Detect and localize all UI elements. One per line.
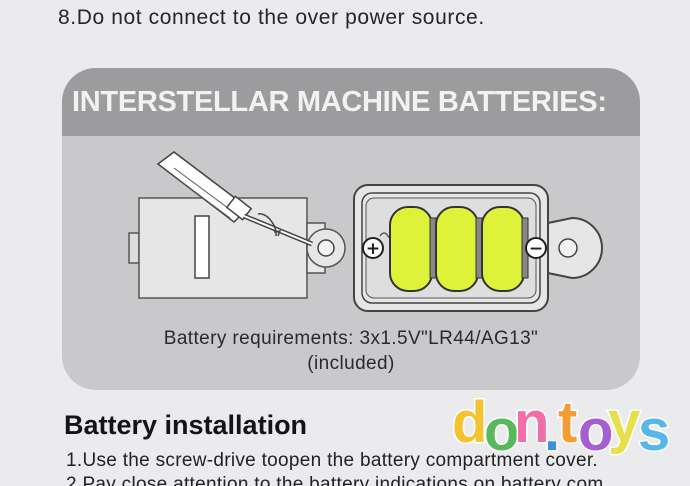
screwdriver-icon xyxy=(156,151,313,247)
open-compartment-icon: + − xyxy=(353,184,603,312)
installation-step-1: 1.Use the screw-drive toopen the battery… xyxy=(66,450,598,471)
battery-info-panel: INTERSTELLAR MACHINE BATTERIES: xyxy=(62,68,640,390)
panel-title: INTERSTELLAR MACHINE BATTERIES: xyxy=(72,86,607,118)
svg-text:−: − xyxy=(529,239,543,259)
watermark-letter: s xyxy=(638,398,670,463)
watermark-letter: t xyxy=(558,390,577,455)
installation-step-2: 2.Pay close attention to the battery ind… xyxy=(66,474,604,486)
plus-terminal-icon: + xyxy=(362,237,384,259)
watermark-letter: y xyxy=(608,390,640,455)
watermark-letter: . xyxy=(544,398,560,463)
battery-2-icon xyxy=(435,206,483,292)
battery-included-note: (included) xyxy=(307,353,395,374)
battery-3-icon xyxy=(481,206,529,292)
warning-item-8: 8.Do not connect to the over power sourc… xyxy=(58,6,485,29)
battery-requirements: Battery requirements: 3x1.5V"LR44/AG13" xyxy=(163,328,539,349)
installation-heading: Battery installation xyxy=(64,410,308,440)
watermark-letter: o xyxy=(484,398,519,463)
battery-installation-illustration: + − xyxy=(128,151,603,312)
battery-1-icon xyxy=(389,206,437,292)
watermark-letter: d xyxy=(452,390,487,455)
closed-compartment-icon xyxy=(128,197,346,299)
panel-header: INTERSTELLAR MACHINE BATTERIES: xyxy=(62,68,640,136)
watermark-letter: o xyxy=(578,398,613,463)
watermark-letter: n xyxy=(514,390,549,455)
minus-terminal-icon: − xyxy=(525,237,547,259)
svg-text:+: + xyxy=(366,239,380,259)
